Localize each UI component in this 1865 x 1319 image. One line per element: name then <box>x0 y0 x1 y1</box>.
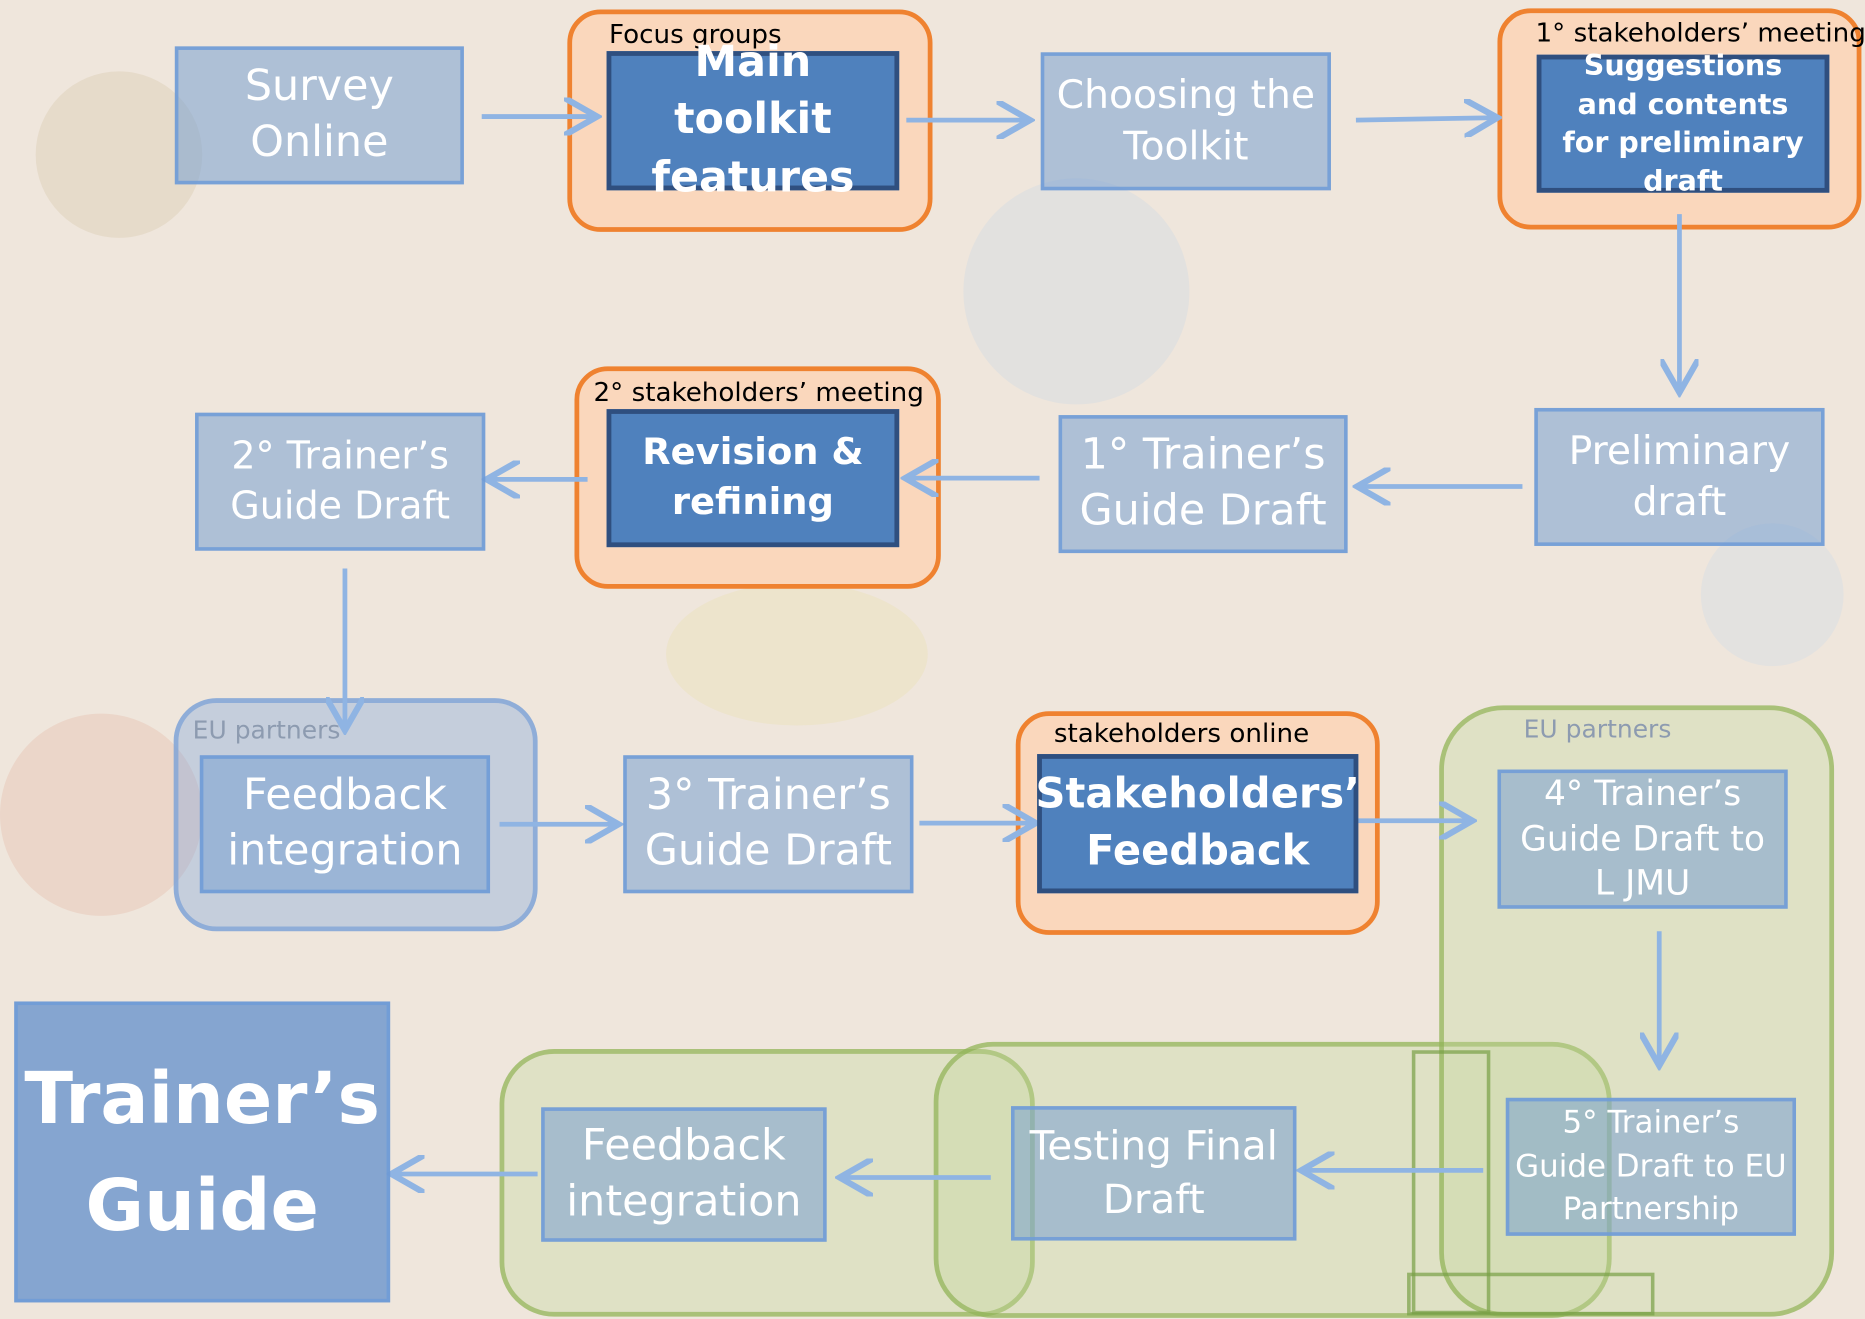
stakeholders-online-label: stakeholders online <box>1053 719 1310 750</box>
node-survey-online: Survey Online <box>174 46 464 185</box>
node-trainer-guide-draft-4: 4° Trainer’s Guide Draft to L JMU <box>1497 769 1788 909</box>
green-bracket-decoration <box>1407 1272 1655 1316</box>
node-preliminary-draft: Preliminary draft <box>1534 407 1825 546</box>
meeting2-label: 2° stakeholders’ meeting <box>593 378 924 408</box>
node-trainer-guide-draft-3: 3° Trainer’s Guide Draft <box>623 755 914 894</box>
node-main-toolkit-features: Main toolkit features <box>606 38 900 202</box>
node-suggestions: Suggestions and contents for preliminary… <box>1536 49 1830 198</box>
node-stakeholders-feedback: Stakeholders’ Feedback <box>1036 754 1360 894</box>
focus-groups-label: Focus groups <box>608 20 782 50</box>
arrow-choosing-to-suggestions <box>1355 118 1493 120</box>
background-decoration <box>35 71 203 238</box>
background-decoration <box>963 178 1190 405</box>
node-trainer-guide-draft-1: 1° Trainer’s Guide Draft <box>1058 415 1348 554</box>
meeting1-label: 1° stakeholders’ meeting <box>1535 19 1865 49</box>
node-choosing-toolkit: Choosing the Toolkit <box>1040 52 1331 191</box>
node-feedback-integration-2: Feedback integration <box>541 1107 827 1242</box>
node-trainers-guide-final: Trainer’s Guide <box>14 1001 391 1303</box>
background-decoration <box>666 582 928 726</box>
node-trainer-guide-draft-5: 5° Trainer’s Guide Draft to EU Partnersh… <box>1505 1097 1797 1236</box>
node-trainer-guide-draft-2: 2° Trainer’s Guide Draft <box>195 412 486 551</box>
node-revision-refining: Revision & refining <box>606 409 900 548</box>
node-testing-final-draft: Testing Final Draft <box>1010 1106 1297 1241</box>
node-feedback-integration-1: Feedback integration <box>199 755 491 894</box>
background-decoration <box>1700 523 1844 667</box>
background-decoration <box>0 713 203 916</box>
eu-partners-right-label: EU partners <box>1523 714 1672 744</box>
eu-partners-left-label: EU partners <box>192 716 341 745</box>
